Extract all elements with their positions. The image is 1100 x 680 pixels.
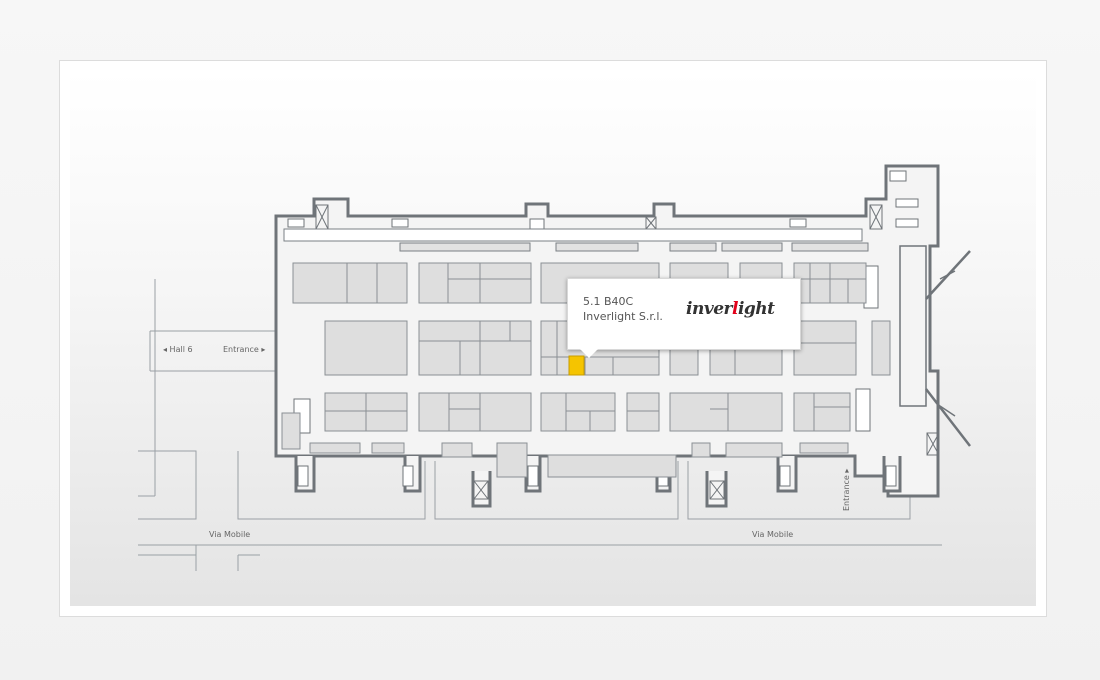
booth-code: 5.1 B40C (583, 295, 634, 308)
inverlight-logo-icon: inverlight (686, 295, 776, 335)
highlighted-booth (568, 355, 585, 376)
entrance-right-label[interactable]: Entrance ▸ (842, 468, 851, 511)
hall-6-label[interactable]: ◂ Hall 6 (163, 345, 193, 354)
via-mobile-right-label: Via Mobile (752, 530, 794, 539)
floor-plan-map[interactable]: ◂ Hall 6 Entrance ▸ Via Mobile Via Mobil… (70, 71, 1036, 606)
exhibitor-name: Inverlight S.r.l. (583, 310, 663, 323)
floor-plan-svg (138, 164, 971, 571)
logo-wordmark: inverlight (686, 299, 775, 319)
booth-grid (281, 262, 891, 478)
via-mobile-left-label: Via Mobile (209, 530, 251, 539)
map-frame: ◂ Hall 6 Entrance ▸ Via Mobile Via Mobil… (59, 60, 1047, 617)
booth-info-callout[interactable]: 5.1 B40C Inverlight S.r.l. inverlight (567, 278, 801, 358)
entrance-left-label[interactable]: Entrance ▸ (223, 345, 266, 354)
